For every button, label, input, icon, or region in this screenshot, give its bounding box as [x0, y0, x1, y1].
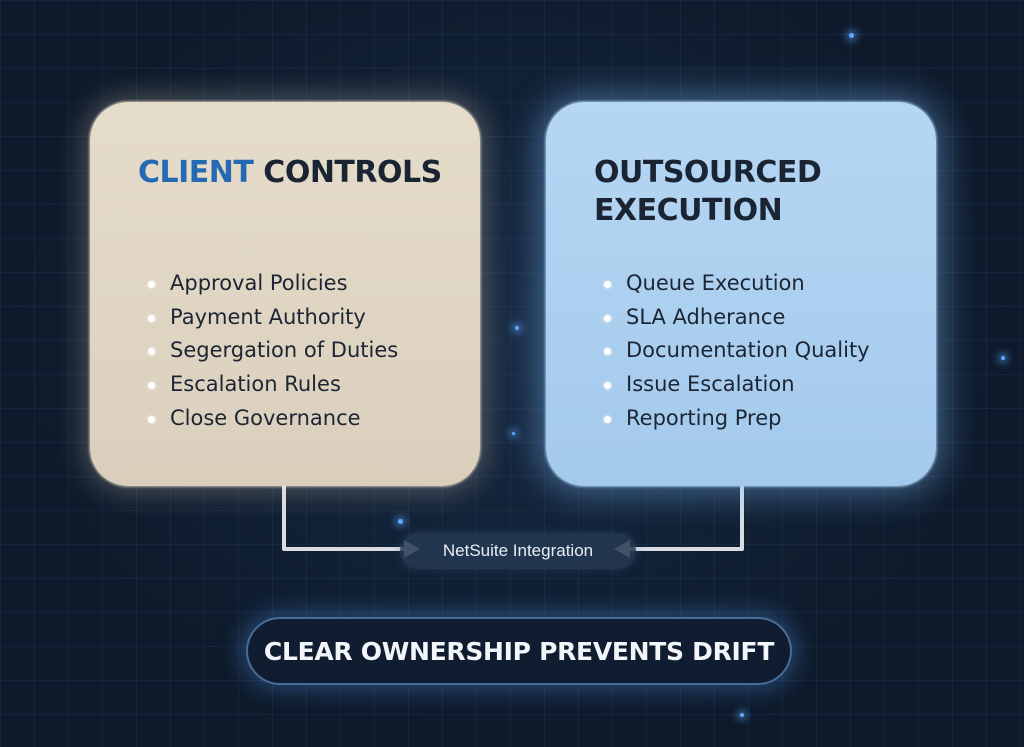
list-item-label: Reporting Prep: [626, 405, 782, 430]
client-title-accent: CLIENT: [138, 155, 254, 190]
outsourced-title-line1: OUTSOURCED: [594, 155, 822, 190]
glow-dot: [512, 432, 515, 435]
outsourced-connector-line: [630, 486, 744, 551]
list-item-label: Close Governance: [170, 405, 361, 430]
bullet-dot: [604, 415, 611, 423]
client-controls-card: CLIENT CONTROLS Approval Policies Paymen…: [90, 102, 480, 486]
bullet-dot: [148, 281, 155, 288]
outsourced-execution-list: Queue Execution SLA Adherance Documentat…: [602, 267, 870, 436]
netsuite-integration-badge: NetSuite Integration: [400, 533, 636, 569]
list-item: Reporting Prep: [602, 402, 870, 436]
list-item: SLA Adherance: [602, 301, 870, 335]
list-item: Payment Authority: [146, 301, 398, 335]
list-item: Close Governance: [146, 402, 398, 436]
list-item: Approval Policies: [146, 267, 398, 301]
glow-dot: [849, 33, 854, 38]
bullet-dot: [604, 281, 611, 288]
client-connector-line: [282, 486, 404, 551]
client-title-rest: CONTROLS: [253, 155, 442, 190]
client-controls-title: CLIENT CONTROLS: [138, 154, 448, 192]
list-item: Issue Escalation: [602, 368, 870, 402]
ownership-banner: CLEAR OWNERSHIP PREVENTS DRIFT: [246, 617, 792, 685]
list-item-label: Payment Authority: [170, 304, 366, 329]
list-item-label: SLA Adherance: [626, 304, 786, 329]
list-item-label: Escalation Rules: [170, 372, 341, 397]
bullet-dot: [604, 314, 611, 322]
client-controls-list: Approval Policies Payment Authority Sege…: [146, 267, 398, 436]
list-item-label: Segergation of Duties: [170, 338, 399, 363]
list-item: Queue Execution: [602, 267, 870, 301]
glow-dot: [515, 326, 519, 330]
bullet-dot: [604, 382, 611, 390]
list-item: Documentation Quality: [602, 334, 870, 368]
ownership-banner-label: CLEAR OWNERSHIP PREVENTS DRIFT: [263, 636, 775, 666]
glow-dot: [398, 519, 403, 524]
list-item-label: Documentation Quality: [626, 338, 870, 363]
bullet-dot: [148, 314, 155, 322]
bullet-dot: [148, 382, 155, 390]
outsourced-title-line2: EXECUTION: [594, 193, 783, 228]
glow-dot: [1001, 356, 1005, 360]
list-item-label: Queue Execution: [626, 271, 805, 295]
list-item: Escalation Rules: [146, 368, 398, 402]
list-item: Segergation of Duties: [146, 334, 398, 368]
bullet-dot: [148, 415, 155, 423]
glow-dot: [740, 713, 744, 717]
list-item-label: Issue Escalation: [626, 372, 795, 397]
bullet-dot: [604, 348, 611, 356]
bullet-dot: [148, 348, 155, 356]
netsuite-integration-label: NetSuite Integration: [442, 541, 594, 560]
list-item-label: Approval Policies: [170, 271, 348, 295]
